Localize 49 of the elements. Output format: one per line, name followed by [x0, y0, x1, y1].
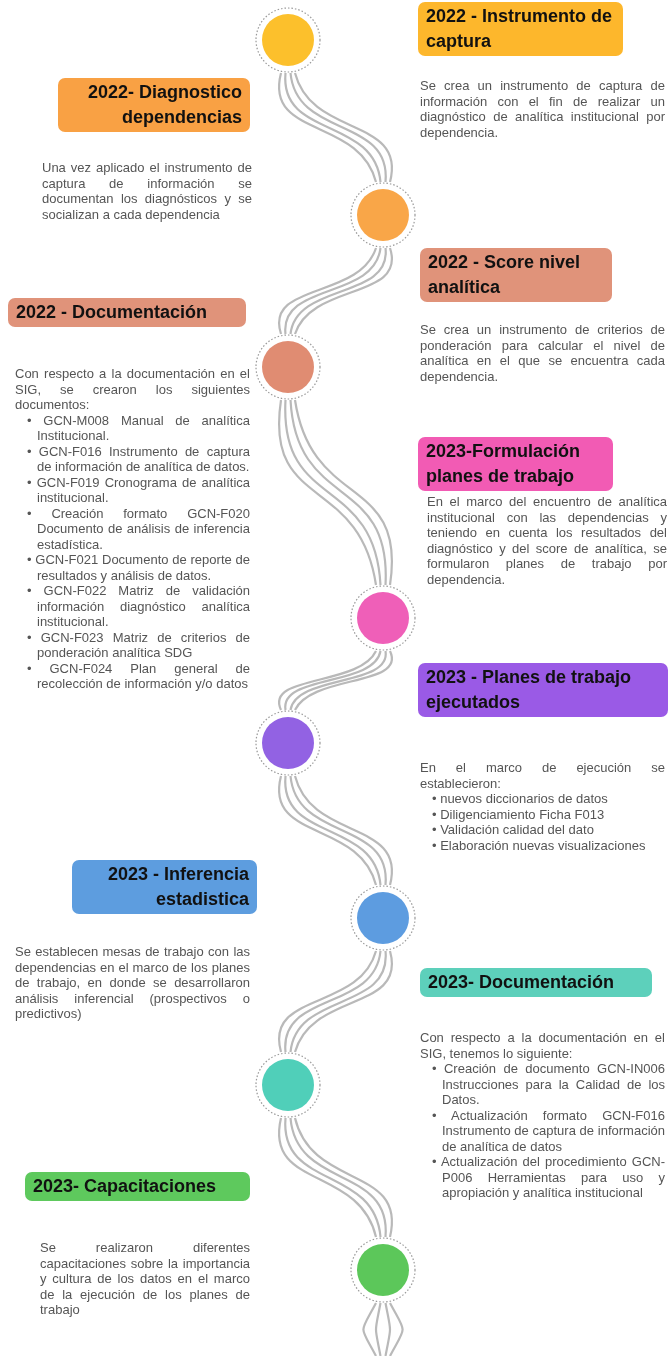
- wavy-line: [362, 1301, 404, 1356]
- wavy-line: [277, 71, 394, 184]
- wavy-line: [277, 246, 394, 336]
- timeline-dot: [255, 710, 321, 776]
- event-description: Con respecto a la documentación en el SIG, tenemos lo siguiente:: [420, 1030, 665, 1061]
- timeline-dot: [350, 585, 416, 651]
- wavy-line: [277, 949, 394, 1054]
- event-heading: 2022 - Instrumento de captura: [418, 2, 623, 56]
- list-item: • Validación calidad del dato: [432, 822, 595, 838]
- event-description: Se crea un instrumento de captura de información con el fin de realizar un diagnóstico de analítica institucional por dependencia.: [420, 78, 665, 140]
- event-heading: 2022 - Score nivel analítica: [420, 248, 612, 302]
- timeline-dot: [350, 182, 416, 248]
- event-heading: 2023- Documentación: [420, 968, 652, 997]
- list-item: • GCN-F021 Documento de reporte de resultados y análisis de datos.: [27, 552, 250, 583]
- list-item: • GCN-F024 Plan general de recolección de información y/o datos: [27, 660, 250, 692]
- list-item: • Elaboración nuevas visualizaciones: [432, 837, 647, 853]
- timeline-dot: [255, 7, 321, 73]
- list-item: • GCN-F023 Matriz de criterios de ponderación analítica SDG: [27, 629, 250, 661]
- list-item: • Creación de documento GCN-IN006 Instrucciones para la Calidad de los Datos.: [432, 1061, 665, 1108]
- wavy-line: [277, 649, 394, 712]
- timeline-dot: [350, 1237, 416, 1303]
- event-description: En el marco del encuentro de analítica institucional con las dependencias y teniendo en cuenta los resultados del diagnóstico y del score de analítica, se formularon planes de trabajo por dependencia.: [427, 494, 667, 587]
- timeline-dot: [255, 1052, 321, 1118]
- event-heading: 2023- Capacitaciones: [25, 1172, 250, 1201]
- list-item: • GCN-F019 Cronograma de analítica institucional.: [27, 474, 250, 506]
- event-description: Una vez aplicado el instrumento de captura de información se documentan los diagnósticos y se socializan a cada dependencia: [42, 160, 252, 222]
- timeline-dot: [350, 885, 416, 951]
- list-item: • GCN-F016 Instrumento de captura de información de analítica de datos.: [27, 443, 250, 475]
- event-description: Con respecto a la documentación en el SIG, se crearon los siguientes documentos:: [15, 366, 250, 413]
- list-item: • Creación formato GCN-F020 Documento de análisis de inferencia estadística.: [27, 505, 250, 552]
- event-heading: 2022- Diagnostico dependencias: [58, 78, 250, 132]
- list-item: • Actualización del procedimiento GCN-P006 Herramientas para uso y apropiación y analítica institucional: [432, 1154, 665, 1201]
- wavy-line: [277, 1116, 394, 1239]
- event-heading: 2022 - Documentación: [8, 298, 246, 327]
- wavy-line: [277, 398, 394, 587]
- event-heading: 2023-Formulación planes de trabajo: [418, 437, 613, 491]
- list-item: • Actualización formato GCN-F016 Instrumento de captura de información de analítica de datos: [432, 1107, 665, 1154]
- list-item: • Diligenciamiento Ficha F013: [432, 806, 606, 822]
- wavy-line: [277, 774, 394, 887]
- list-item: • GCN-M008 Manual de analítica Institucional.: [27, 412, 250, 444]
- list-item: • nuevos diccionarios de datos: [432, 791, 609, 807]
- event-description: Se realizaron diferentes capacitaciones sobre la importancia y cultura de los datos en el marco de la ejecución de los planes de trabajo: [40, 1240, 250, 1318]
- event-heading: 2023 - Inferencia estadistica: [72, 860, 257, 914]
- list-item: • GCN-F022 Matriz de validación información diagnóstico analítica institucional.: [27, 583, 250, 630]
- event-heading: 2023 - Planes de trabajo ejecutados: [418, 663, 668, 717]
- timeline-dot: [255, 334, 321, 400]
- event-description: En el marco de ejecución se establecieron:: [420, 760, 665, 791]
- event-description: Se crea un instrumento de criterios de ponderación para calcular el nivel de analítica en el que se encuentra cada dependencia.: [420, 322, 665, 384]
- event-description: Se establecen mesas de trabajo con las dependencias en el marco de los planes de trabajo, en donde se desarrollaron análisis inferencial (prospectivos o predictivos): [15, 944, 250, 1022]
